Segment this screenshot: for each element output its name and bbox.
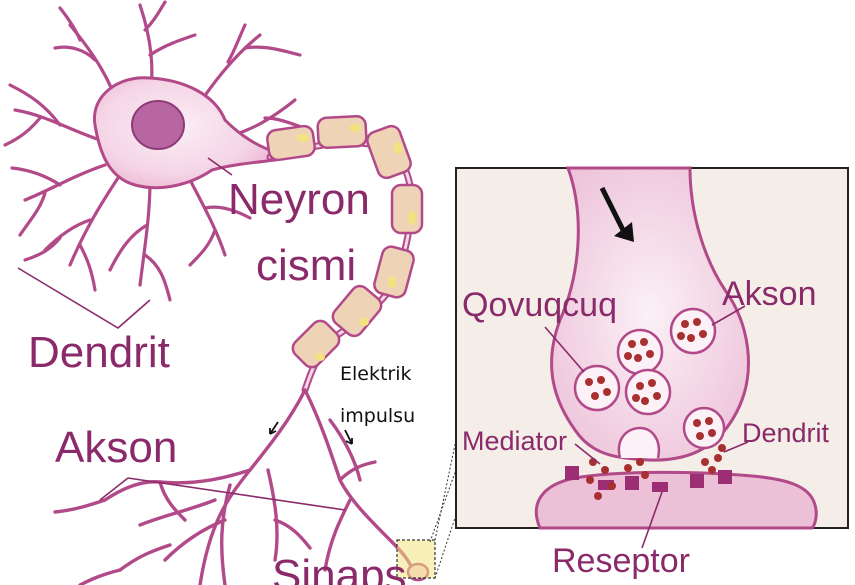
label-neyron: Neyron bbox=[228, 175, 370, 224]
label-reseptor: Reseptor bbox=[552, 542, 690, 580]
label-mediator: Mediator bbox=[462, 426, 567, 456]
label-sinaps: Sinaps bbox=[272, 551, 407, 585]
label-akson-left: Akson bbox=[55, 423, 177, 472]
label-elektrik: Elektrik bbox=[340, 363, 412, 385]
inset-leader-lines bbox=[544, 305, 749, 549]
vesicle-contents bbox=[585, 318, 716, 440]
label-cismi: cismi bbox=[256, 241, 356, 290]
myelin-sheath bbox=[266, 114, 424, 369]
neuron-soma bbox=[93, 76, 277, 190]
dendrites bbox=[3, 0, 312, 302]
label-impulsu: impulsu bbox=[340, 405, 415, 427]
label-dendrit-inset: Dendrit bbox=[742, 418, 830, 448]
postsynaptic-dendrite bbox=[534, 470, 818, 530]
myelin-highlights bbox=[297, 124, 416, 361]
vesicles bbox=[573, 307, 726, 450]
synapse-inset bbox=[455, 166, 849, 549]
leader-lines bbox=[17, 157, 346, 511]
direction-arrow-icon bbox=[599, 186, 634, 242]
label-akson-inset: Akson bbox=[722, 275, 817, 313]
nucleus bbox=[131, 100, 185, 150]
receptors bbox=[565, 466, 732, 492]
impulse-arrows bbox=[269, 421, 353, 445]
synapse-highlight-box bbox=[396, 539, 436, 579]
zoom-lines bbox=[429, 439, 457, 579]
label-qovuqcuq: Qovuqcuq bbox=[462, 286, 617, 324]
label-dendrit-left: Dendrit bbox=[28, 328, 170, 377]
